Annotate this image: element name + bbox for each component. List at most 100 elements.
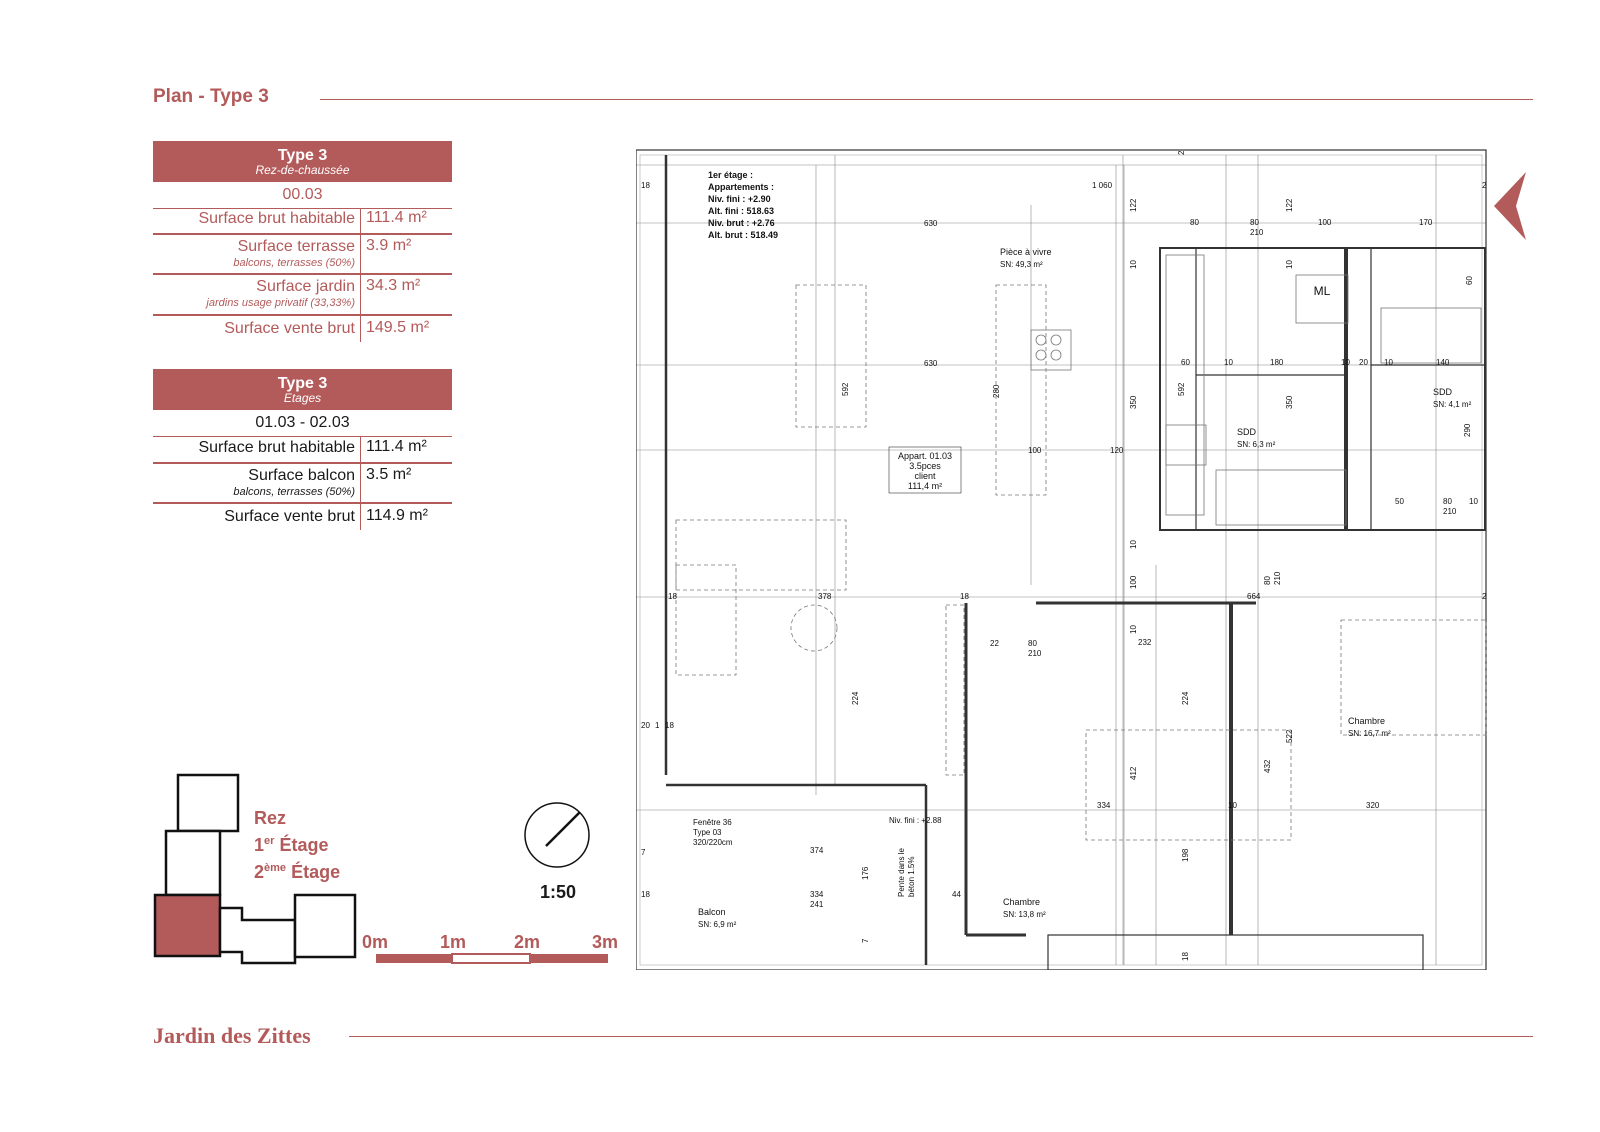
dimension: 378	[818, 592, 832, 601]
fixtures	[1030, 254, 1482, 526]
dimension: 100	[1028, 446, 1042, 455]
dimension: 7	[861, 938, 870, 943]
slope-label: Pente dans le	[897, 848, 906, 897]
dimension: 80	[1190, 218, 1199, 227]
room-area: SN: 6,9 m²	[698, 920, 737, 929]
floor-plan: 1er étage : Appartements : Niv. fini : +…	[636, 149, 1487, 970]
surface-table-rez: Type 3 Rez-de-chaussée 00.03 Surface bru…	[153, 141, 452, 342]
dimension: 18	[960, 592, 969, 601]
dimension: 350	[1129, 395, 1138, 409]
table-subtitle: Rez-de-chaussée	[255, 163, 350, 177]
row-note: balcons, terrasses (50%)	[233, 257, 355, 269]
room-area: SN: 13,8 m²	[1003, 910, 1046, 919]
dimension: 80	[1443, 497, 1452, 506]
plan-text: 1er étage : Appartements : Niv. fini : +…	[693, 170, 1472, 929]
dimension: 592	[841, 382, 850, 396]
north-arrow-icon	[1494, 172, 1526, 240]
furniture	[675, 284, 1487, 841]
balcony-level: Niv. fini : +2.88	[889, 816, 942, 825]
table-header: Type 3 Etages	[153, 369, 452, 410]
dimension: 80	[1263, 576, 1272, 585]
dimension: 60	[1465, 276, 1474, 285]
dimension: 60	[1181, 358, 1190, 367]
dimension: 210	[1028, 649, 1042, 658]
dimension: 120	[1110, 446, 1124, 455]
dimension: 10	[1129, 540, 1138, 549]
dimension: 664	[1247, 592, 1261, 601]
dimension: 176	[861, 866, 870, 880]
footer-divider	[349, 1036, 1533, 1037]
dimension: 10	[1224, 358, 1233, 367]
page-title: Plan - Type 3	[153, 86, 269, 107]
dimension: 180	[1270, 358, 1284, 367]
room-name: Pièce à vivre	[1000, 247, 1052, 257]
dimension: 170	[1419, 218, 1433, 227]
window-label: 320/220cm	[693, 838, 733, 847]
row-value: 149.5 m²	[366, 319, 430, 336]
scale-label: 1m	[440, 932, 467, 952]
header-divider	[320, 99, 1533, 100]
row-value: 3.5 m²	[366, 466, 412, 483]
table-header: Type 3 Rez-de-chaussée	[153, 141, 452, 182]
dimension: 350	[1285, 395, 1294, 409]
dimension: 198	[1181, 848, 1190, 862]
walls	[636, 149, 1487, 970]
key-block-right	[293, 893, 357, 959]
dimension: 10	[1129, 260, 1138, 269]
room-name: SDD	[1433, 387, 1453, 397]
slope-label: béton 1.5%	[907, 857, 916, 897]
dimension: 80	[1028, 639, 1037, 648]
dimension: 1	[655, 721, 660, 730]
room-area: SN: 6,3 m²	[1237, 440, 1276, 449]
dimension: 100	[1318, 218, 1332, 227]
dimension: 122	[1285, 198, 1294, 212]
compass-icon	[524, 802, 590, 868]
dimension: 18	[665, 721, 674, 730]
dimension: 334	[1097, 801, 1111, 810]
scale-label: 0m	[362, 932, 389, 952]
dimension: 1 060	[1092, 181, 1113, 190]
dimension: 10	[1469, 497, 1478, 506]
room-name: Chambre	[1348, 716, 1385, 726]
dimension: 2	[1177, 150, 1186, 155]
scale-ratio: 1:50	[540, 882, 577, 902]
row-label: Surface vente brut	[224, 508, 355, 525]
floor-rez: Rez	[254, 808, 287, 828]
dimension: 20	[641, 721, 650, 730]
apartment-label: 111,4 m²	[908, 481, 942, 491]
dimension: 7	[641, 848, 646, 857]
row-value: 114.9 m²	[366, 507, 428, 524]
dimension: 2	[1482, 181, 1487, 190]
dimension: 50	[1395, 497, 1404, 506]
level-info: Niv. fini : +2.90	[708, 194, 771, 204]
table-row: Surface vente brut 114.9 m²	[153, 504, 452, 530]
dimension: 592	[1177, 382, 1186, 396]
row-label: Surface jardin	[256, 278, 355, 295]
key-block-middle	[164, 829, 222, 897]
key-plan	[153, 773, 357, 965]
table-row: Surface vente brut 149.5 m²	[153, 316, 452, 342]
dimension: 18	[1181, 952, 1190, 961]
unit-code: 00.03	[153, 182, 452, 209]
row-label: Surface vente brut	[224, 320, 355, 337]
key-block-connector	[218, 906, 297, 965]
dimension: 630	[924, 359, 938, 368]
level-info: Alt. fini : 518.63	[708, 206, 774, 216]
dimension: 18	[668, 592, 677, 601]
table-title: Type 3	[277, 147, 328, 164]
floor-first: 1er Étage	[254, 835, 329, 855]
dimension: 232	[1138, 638, 1152, 647]
floor-labels: Rez 1er Étage 2ème Étage	[254, 807, 340, 884]
table-row: Surface brut habitable 111.4 m²	[153, 209, 452, 235]
level-info: 1er étage :	[708, 170, 753, 180]
dimension: 210	[1250, 228, 1264, 237]
apartment-label: 3.5pces	[909, 461, 941, 471]
level-info: Appartements :	[708, 182, 774, 192]
project-name: Jardin des Zittes	[153, 1023, 311, 1048]
room-name: Balcon	[698, 907, 726, 917]
dimension: 320	[1366, 801, 1380, 810]
row-label: Surface balcon	[248, 467, 355, 484]
